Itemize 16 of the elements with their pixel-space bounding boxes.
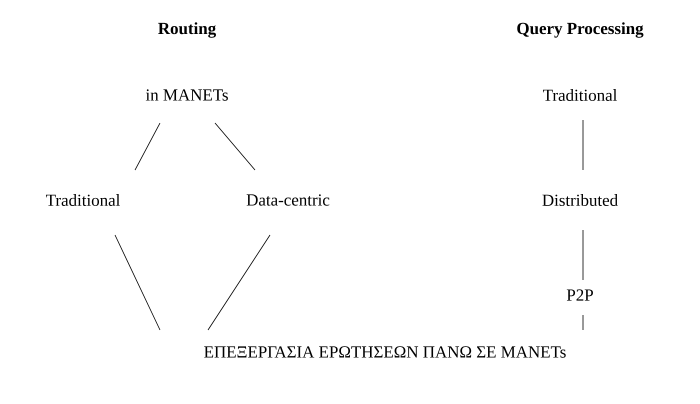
node-label: Distributed [542,194,618,206]
node-label: ΕΠΕΞΕΡΓΑΣΙΑ ΕΡΩΤΗΣΕΩΝ ΠΑΝΩ ΣΕ MANETs [204,346,566,358]
node-label: Data-centric [246,194,330,206]
connector-line [208,234,270,330]
node-label: Traditional [46,194,120,206]
connector-line [582,120,584,170]
node-label: P2P [566,289,593,301]
connector-line [134,122,160,170]
column-heading: Routing [158,22,216,38]
node-label: Traditional [543,89,617,101]
connector-line [582,230,584,280]
node-label: in MANETs [146,89,228,101]
connector-line [114,234,160,330]
connector-line [214,122,256,170]
column-heading: Query Processing [517,22,644,38]
connector-line [582,314,584,330]
